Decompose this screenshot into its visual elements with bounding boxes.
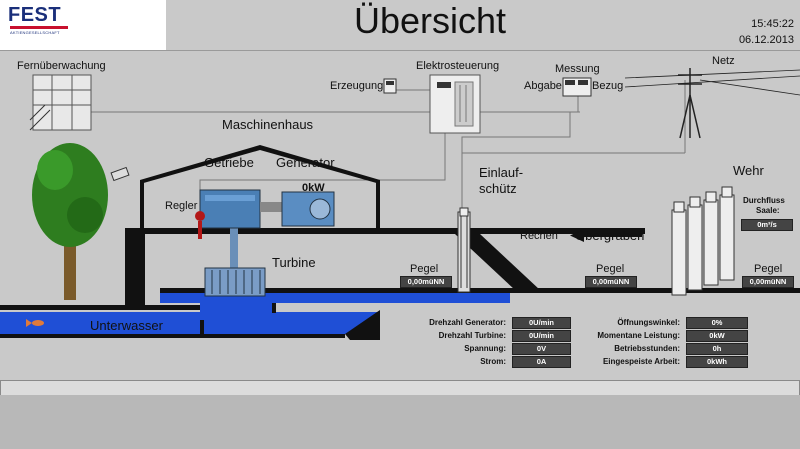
clock: 15:45:22 06.12.2013 (739, 16, 794, 48)
pegel-value-2: 0,00müNN (585, 276, 637, 288)
label-durchfluss-1: Durchfluss (743, 196, 785, 205)
erzeugung-meter-icon (383, 78, 397, 94)
company-logo: FEST AKTIENGESELLSCHAFT (0, 0, 166, 50)
logo-text: FEST (8, 4, 62, 26)
messung-meter-icon (562, 77, 592, 97)
stat-value: 0U/min (512, 317, 571, 329)
power-pole-icon (624, 68, 800, 139)
header-bar: FEST AKTIENGESELLSCHAFT Übersicht 15:45:… (0, 0, 800, 51)
pegel-value-1: 0,00müNN (400, 276, 452, 288)
label-durchfluss-2: Saale: (756, 206, 780, 215)
label-einlauf-1: Einlauf- (479, 165, 524, 180)
label-erzeugung: Erzeugung (330, 80, 384, 92)
flow-arrow-icon (570, 229, 642, 242)
stat-label: Drehzahl Generator: (429, 318, 506, 327)
regler-icon (195, 211, 205, 239)
pegel-label-1: Pegel (410, 263, 439, 275)
tree-icon (32, 143, 108, 300)
label-maschinenhaus: Maschinenhaus (222, 117, 314, 132)
einlauf-gate-icon (457, 207, 471, 293)
label-einlauf-2: schütz (479, 181, 517, 196)
stat-value: 0h (686, 343, 748, 355)
stat-label: Spannung: (464, 344, 506, 353)
label-abgabe: Abgabe (524, 80, 562, 92)
durchfluss-value: 0m³/s (741, 219, 793, 231)
control-cabinet-icon (429, 74, 481, 134)
stat-label: Betriebsstunden: (614, 344, 680, 353)
water (0, 293, 510, 334)
label-getriebe: Getriebe (204, 155, 254, 170)
logo-underline (10, 26, 68, 29)
plant-schematic (0, 68, 800, 340)
label-regler: Regler (165, 200, 198, 212)
generator-icon (199, 189, 335, 229)
stat-label: Momentane Leistung: (597, 331, 680, 340)
bottom-panel (0, 395, 800, 449)
logo-subtitle: AKTIENGESELLSCHAFT (10, 30, 60, 35)
status-bar (0, 380, 800, 396)
label-turbine: Turbine (272, 255, 316, 270)
label-rechen: Rechen (520, 230, 558, 242)
label-messung: Messung (555, 63, 600, 75)
label-fernueberwachung: Fernüberwachung (17, 60, 106, 72)
stat-value: 0kWh (686, 356, 748, 368)
camera-icon (110, 166, 130, 182)
stat-label: Drehzahl Turbine: (438, 331, 506, 340)
label-generator: Generator (276, 155, 335, 170)
pegel-value-3: 0,00müNN (742, 276, 794, 288)
generator-power-value: 0kW (302, 182, 325, 194)
signal-lines (90, 80, 686, 210)
label-obergraben: Obergraben (575, 228, 645, 243)
stat-label: Öffnungswinkel: (617, 318, 680, 327)
stat-value: 0% (686, 317, 748, 329)
wehr-gates-icon (671, 186, 735, 296)
label-unterwasser: Unterwasser (90, 318, 163, 333)
remote-station-icon (29, 74, 92, 131)
clock-time: 15:45:22 (751, 18, 794, 30)
stat-value: 0U/min (512, 330, 571, 342)
label-elektrosteuerung: Elektrosteuerung (416, 60, 500, 72)
label-bezug: Bezug (592, 80, 624, 92)
stat-label: Strom: (480, 357, 506, 366)
pegel-label-2: Pegel (596, 263, 625, 275)
pegel-label-3: Pegel (754, 263, 783, 275)
stat-label: Eingespeiste Arbeit: (602, 357, 680, 366)
label-netz: Netz (712, 55, 735, 67)
stat-value: 0kW (686, 330, 748, 342)
clock-date: 06.12.2013 (738, 34, 794, 46)
ground-structure (0, 145, 800, 310)
stat-value: 0V (512, 343, 571, 355)
turbine-icon (204, 225, 266, 297)
fish-icon (26, 319, 44, 327)
stat-value: 0A (512, 356, 571, 368)
page-title: Übersicht (353, 0, 507, 41)
label-wehr: Wehr (733, 163, 764, 178)
